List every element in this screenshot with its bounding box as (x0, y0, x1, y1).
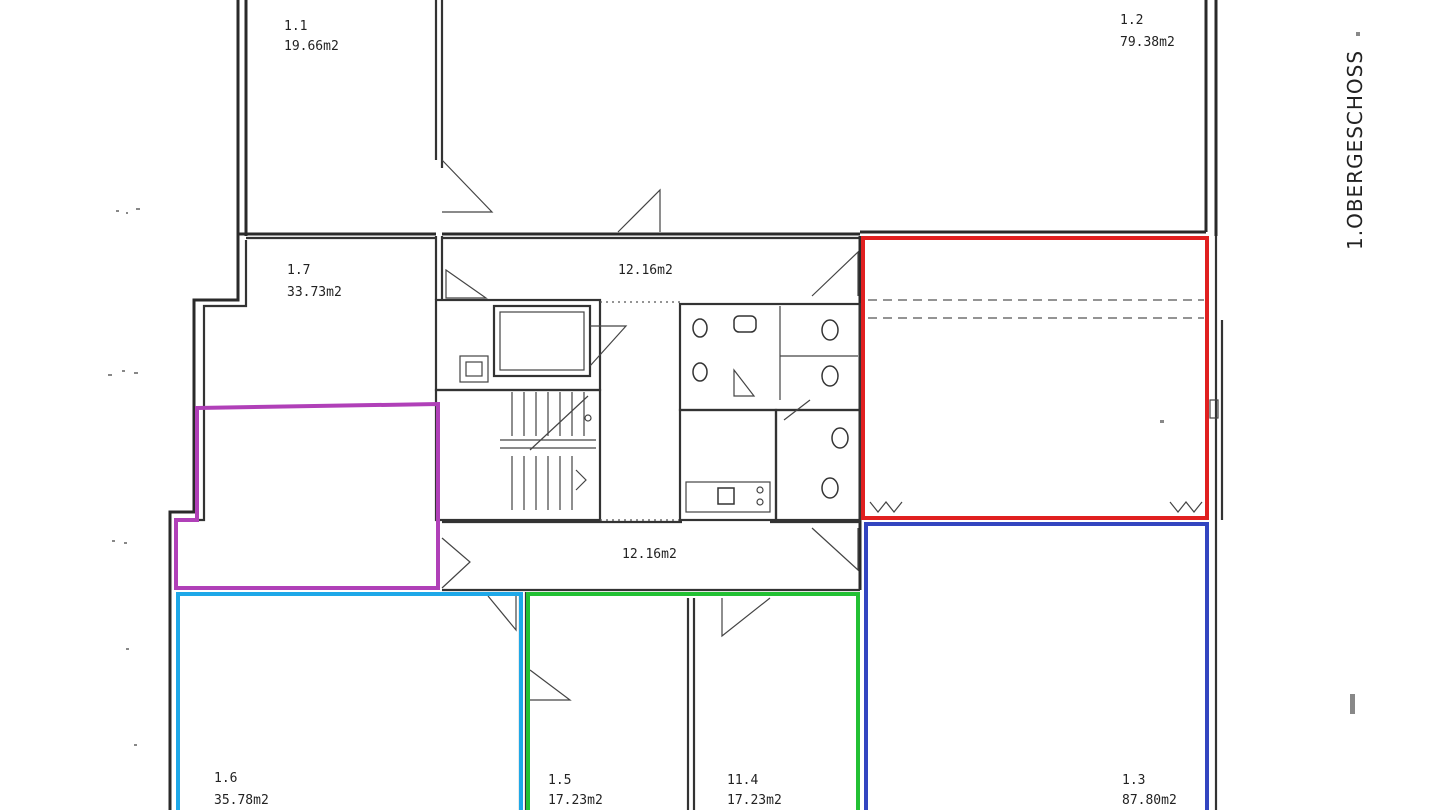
dashed-reference-lines (868, 299, 1204, 319)
room-1-6-number: 1.6 (214, 771, 237, 786)
highlight-dark-blue-area (864, 522, 1209, 810)
highlighted-areas (174, 236, 1209, 810)
room-1-7-area: 33.73m2 (287, 285, 342, 300)
room-1-5-number: 1.5 (548, 773, 571, 788)
room-1-2-area: 79.38m2 (1120, 35, 1175, 50)
corridor-lower-area: 12.16m2 (622, 547, 677, 562)
room-1-2-number: 1.2 (1120, 13, 1143, 28)
room-1-1-area: 19.66m2 (284, 39, 339, 54)
highlight-light-blue-area (176, 592, 523, 810)
restroom-block (678, 302, 862, 522)
room-11-4-area: 17.23m2 (727, 793, 782, 808)
room-1-5-area: 17.23m2 (548, 793, 603, 808)
highlight-purple-area (174, 401, 440, 590)
room-1-1-number: 1.1 (284, 19, 307, 34)
floor-title: 1.OBERGESCHOSS (1343, 50, 1367, 250)
room-11-4-number: 11.4 (727, 773, 758, 788)
stair-elevator-core (434, 298, 680, 522)
room-labels: 1.1 19.66m2 1.2 79.38m2 1.7 33.73m2 1.6 … (214, 13, 1177, 808)
scan-noise (108, 32, 1360, 746)
highlight-green-area (526, 592, 860, 810)
room-1-6-area: 35.78m2 (214, 793, 269, 808)
highlight-red-area (861, 236, 1209, 520)
room-1-3-number: 1.3 (1122, 773, 1145, 788)
room-1-3-area: 87.80m2 (1122, 793, 1177, 808)
corridor-upper-area: 12.16m2 (618, 263, 673, 278)
room-1-7-number: 1.7 (287, 263, 310, 278)
door-swings (441, 159, 1203, 701)
